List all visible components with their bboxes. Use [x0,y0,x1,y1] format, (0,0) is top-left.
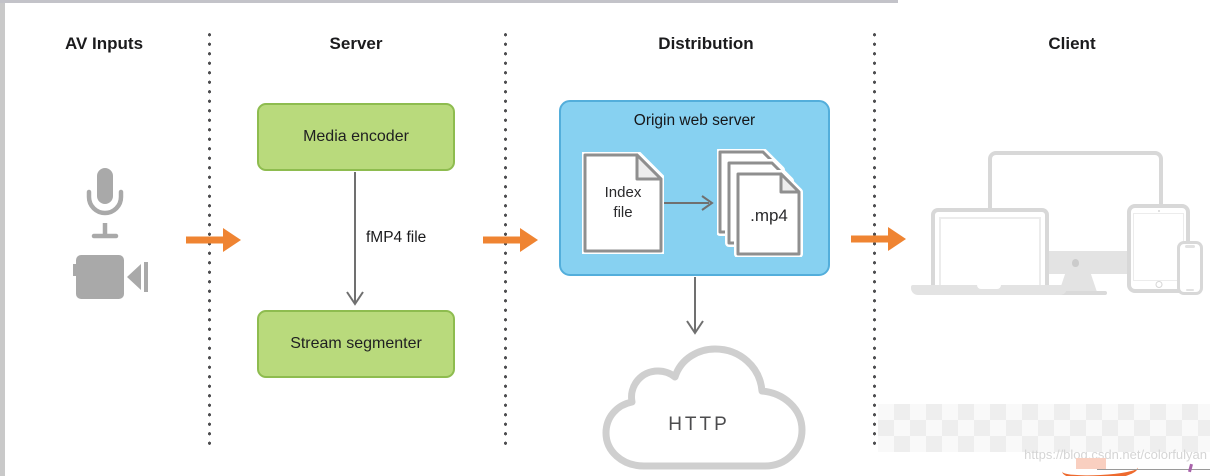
page-left-border [0,0,5,476]
page-top-border [0,0,898,3]
http-cloud-icon [602,345,806,470]
iphone-icon [1177,241,1203,295]
media-encoder-box: Media encoder [257,103,455,171]
column-header-client: Client [1048,34,1096,53]
apple-logo-icon [1072,258,1079,267]
arrow-server-to-distribution-icon [483,228,538,252]
column-header-distribution: Distribution [658,34,754,53]
ipad-camera-dot [1157,209,1160,212]
imac-base [1051,291,1107,295]
index-file-document-icon [582,152,664,254]
column-header-server: Server [329,34,383,53]
fmp4-file-label: fMP4 file [366,229,427,246]
macbook-icon [931,208,1049,285]
arrow-av-to-server-icon [186,228,241,252]
gray-underline [1097,469,1210,470]
arrow-distribution-to-client-icon [851,227,906,251]
imac-stand [1059,274,1097,292]
arrow-encoder-to-segmenter-icon [346,172,364,306]
macbook-notch [977,285,1001,289]
macbook-screen [939,217,1041,285]
macbook-base [911,285,1067,295]
arrow-origin-to-http-icon [686,277,704,335]
iphone-home-bar [1186,288,1194,291]
iphone-speaker [1185,245,1195,248]
stream-segmenter-box: Stream segmenter [257,310,455,378]
column-header-av-inputs: AV Inputs [64,34,144,53]
censored-mosaic-block [878,404,1210,452]
pink-highlight-mark [1076,458,1106,469]
mp4-file-label: .mp4 [750,206,788,225]
watermark-url: https://blog.csdn.net/colorfulyan [1024,447,1207,462]
stream-segmenter-label: Stream segmenter [290,335,422,352]
ipad-home-button [1155,281,1162,288]
arrow-index-to-mp4-icon [664,195,714,211]
http-label: HTTP [668,414,730,435]
microphone-icon [86,168,124,239]
mp4-files-stack-icon [717,149,803,257]
index-file-label: Index file [604,184,642,222]
media-encoder-label: Media encoder [303,128,409,145]
origin-web-server-title: Origin web server [633,112,756,129]
purple-tick-mark [1188,463,1193,473]
video-camera-icon [73,255,148,299]
